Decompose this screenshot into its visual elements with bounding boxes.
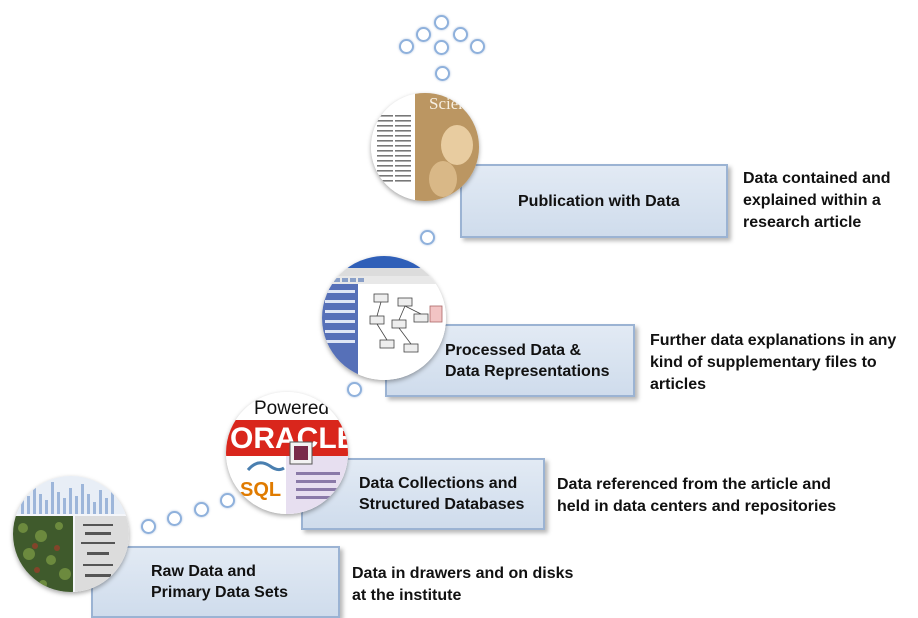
step-box-raw-data: Raw Data and Primary Data Sets: [91, 546, 340, 618]
sql-text: SQL: [240, 479, 281, 501]
connector-dot: [194, 502, 209, 517]
powered-text: Powered: [254, 398, 329, 419]
connector-dot: [399, 39, 414, 54]
gel-image-icon: [13, 476, 129, 592]
step-description: Data referenced from the article and hel…: [557, 476, 837, 515]
science-journal-image: Science: [371, 93, 479, 201]
step-label: Raw Data and Primary Data Sets: [151, 563, 288, 601]
connector-dot: [347, 382, 362, 397]
step-label: Publication with Data: [518, 192, 680, 210]
step-description: Data contained and explained within a re…: [743, 170, 891, 231]
connector-dot: [416, 27, 431, 42]
oracle-text: ORACLE: [230, 422, 348, 455]
connector-dot: [435, 66, 450, 81]
journal-title-text: Science: [429, 94, 479, 113]
step-description: Further data explanations in any kind of…: [650, 332, 897, 393]
software-window-icon: [322, 256, 446, 380]
database-logo-icon: Powered ORACLE SQL: [226, 392, 348, 514]
connector-dot: [167, 511, 182, 526]
step-label: Processed Data & Data Representations: [445, 341, 610, 380]
connector-dot: [220, 493, 235, 508]
step-box-publication: Publication with Data: [460, 164, 728, 238]
journal-cover-icon: Science: [371, 93, 479, 201]
connector-dot: [434, 40, 449, 55]
oracle-sql-image: Powered ORACLE SQL: [226, 392, 348, 514]
raw-data-image: [13, 476, 129, 592]
connector-dot: [420, 230, 435, 245]
software-screenshot-image: [322, 256, 446, 380]
step-description: Data in drawers and on disks at the inst…: [352, 565, 574, 604]
connector-dot: [141, 519, 156, 534]
connector-dot: [470, 39, 485, 54]
step-label: Data Collections and Structured Database…: [359, 475, 525, 513]
connector-dot: [434, 15, 449, 30]
connector-dot: [453, 27, 468, 42]
